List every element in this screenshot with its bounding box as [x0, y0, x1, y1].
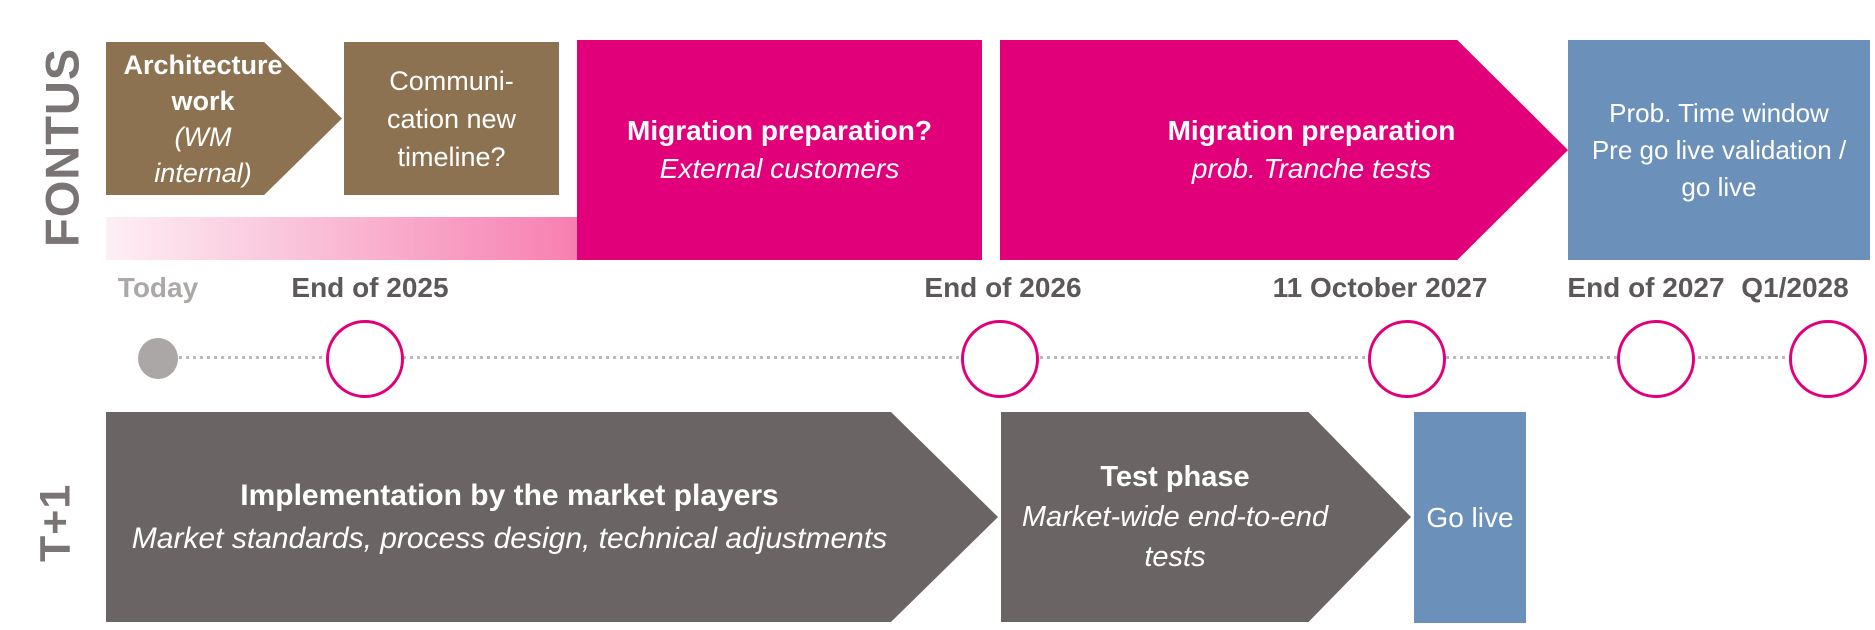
milestone-label-11-october-2027: 11 October 2027	[1272, 272, 1488, 303]
migration-preparation-arrow: Migration preparation prob. Tranche test…	[1000, 40, 1568, 260]
migration-preparation-title: Migration preparation	[1167, 115, 1456, 146]
milestone-label-q1-2028: Q1/2028	[1741, 272, 1849, 303]
milestone-label-end-2026: End of 2026	[924, 272, 1082, 303]
architecture-work-subtitle: (WM internal)	[154, 121, 252, 188]
implementation-title: Implementation by the market players	[240, 479, 779, 512]
migration-preparation-question-title: Migration preparation?	[627, 115, 932, 146]
implementation-subtitle: Market standards, process design, techni…	[131, 522, 888, 555]
communication-text: Communi- cation new timeline?	[386, 65, 517, 172]
time-window-text: Prob. Time window Pre go live validation…	[1591, 97, 1847, 202]
lane-label-t1: T+1	[31, 483, 80, 563]
go-live-box: Go live	[1414, 412, 1526, 623]
milestone-circle-end-2025	[326, 320, 404, 398]
migration-preparation-subtitle: prob. Tranche tests	[1191, 153, 1432, 184]
architecture-work-title: Architecture work	[123, 49, 283, 116]
migration-preparation-question-subtitle: External customers	[659, 153, 900, 184]
milestone-circle-end-2026	[961, 320, 1039, 398]
milestone-label-today: Today	[117, 272, 199, 303]
go-live-text: Go live	[1426, 501, 1514, 533]
time-window-box: Prob. Time window Pre go live validation…	[1568, 40, 1870, 260]
test-phase-title: Test phase	[1100, 461, 1250, 493]
today-marker-dot	[138, 338, 178, 379]
pink-gradient-progress-bar	[106, 217, 577, 260]
milestone-label-end-2027: End of 2027	[1567, 272, 1725, 303]
milestone-circle-11-october-2027	[1368, 320, 1446, 398]
architecture-work-arrow: Architecture work (WM internal)	[106, 42, 342, 195]
test-phase-subtitle: Market-wide end-to-end tests	[1021, 501, 1329, 573]
migration-preparation-question-box: Migration preparation? External customer…	[577, 40, 982, 260]
lane-label-fontus: FONTUS	[35, 47, 89, 247]
milestone-label-end-2025: End of 2025	[291, 272, 449, 303]
test-phase-arrow: Test phase Market-wide end-to-end tests	[1001, 412, 1411, 622]
implementation-arrow: Implementation by the market players Mar…	[106, 412, 998, 622]
milestone-circle-end-2027	[1617, 320, 1695, 398]
communication-box: Communi- cation new timeline?	[344, 42, 559, 195]
milestone-circle-q1-2028	[1789, 320, 1867, 398]
